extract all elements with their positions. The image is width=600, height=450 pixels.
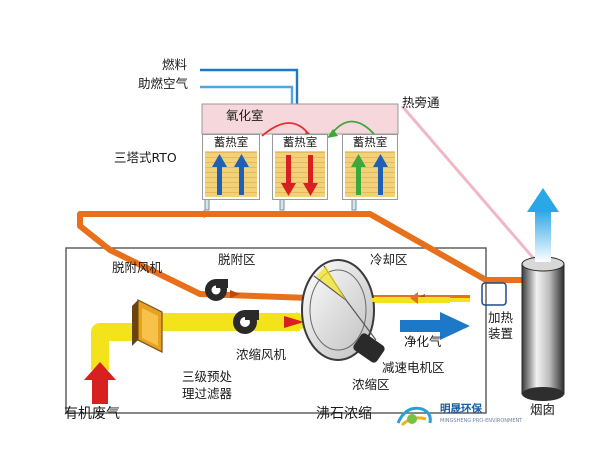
rto-name-label: 三塔式RTO bbox=[114, 150, 177, 165]
gear-motor-zone-label: 减速电机区 bbox=[382, 360, 445, 375]
desorption-zone-label: 脱附区 bbox=[218, 252, 256, 267]
clean-gas-label: 净化气 bbox=[404, 334, 442, 349]
hot-bypass-label: 热旁通 bbox=[402, 95, 440, 110]
cooling-zone-label: 冷却区 bbox=[370, 252, 408, 267]
regen-chamber-3: 蓄热室 bbox=[342, 134, 398, 200]
up-arrows-icon bbox=[212, 154, 249, 195]
heater-label-line2: 装置 bbox=[488, 326, 514, 341]
regen-chamber-2-label: 蓄热室 bbox=[282, 135, 318, 149]
desorption-fan bbox=[205, 279, 228, 301]
zeolite-concentrator-label: 沸石浓缩 bbox=[316, 406, 372, 422]
concentration-zone-label: 浓缩区 bbox=[352, 377, 390, 392]
down-arrows-icon bbox=[281, 155, 318, 196]
fuel-label: 燃料 bbox=[162, 57, 188, 72]
fuel-supply-lines bbox=[200, 68, 299, 104]
exhaust-arrow bbox=[527, 188, 559, 262]
regen-chamber-1-label: 蓄热室 bbox=[213, 135, 249, 149]
prefilter bbox=[132, 299, 163, 353]
oxidation-chamber bbox=[201, 103, 399, 135]
combustion-air-label: 助燃空气 bbox=[138, 76, 189, 91]
concentration-fan-label: 浓缩风机 bbox=[236, 347, 287, 362]
clean-gas-arrow bbox=[400, 312, 470, 340]
prefilter-label-line1: 三级预处 bbox=[182, 369, 233, 384]
concentrator-housing bbox=[65, 247, 487, 414]
watermark-logo-icon bbox=[396, 406, 432, 427]
heater-label-line1: 加热 bbox=[488, 310, 514, 325]
organic-waste-gas-label: 有机废气 bbox=[64, 406, 120, 422]
chimney bbox=[521, 256, 565, 401]
prefilter-label-line2: 理过滤器 bbox=[182, 386, 233, 401]
purge-arrows-icon bbox=[351, 154, 388, 195]
gear-motor-icon bbox=[353, 333, 385, 363]
waste-gas-inlet-arrow bbox=[84, 362, 116, 404]
hot-gas-loop bbox=[77, 211, 525, 301]
desorption-fan-label: 脱附风机 bbox=[112, 260, 163, 275]
watermark-sub: MINGSHENG PRO-ENVIRONMENT bbox=[440, 418, 523, 424]
regen-chamber-2: 蓄热室 bbox=[272, 134, 328, 200]
hot-bypass-line bbox=[400, 105, 537, 261]
heater-device bbox=[481, 282, 507, 306]
zeolite-wheel bbox=[301, 259, 385, 363]
chimney-label: 烟囱 bbox=[530, 402, 556, 417]
oxidation-chamber-label: 氧化室 bbox=[226, 108, 264, 123]
concentration-fan bbox=[233, 310, 259, 334]
regen-chamber-3-label: 蓄热室 bbox=[352, 135, 388, 149]
watermark-brand: 明晟环保 bbox=[440, 403, 482, 415]
regen-chamber-1: 蓄热室 bbox=[202, 134, 260, 200]
